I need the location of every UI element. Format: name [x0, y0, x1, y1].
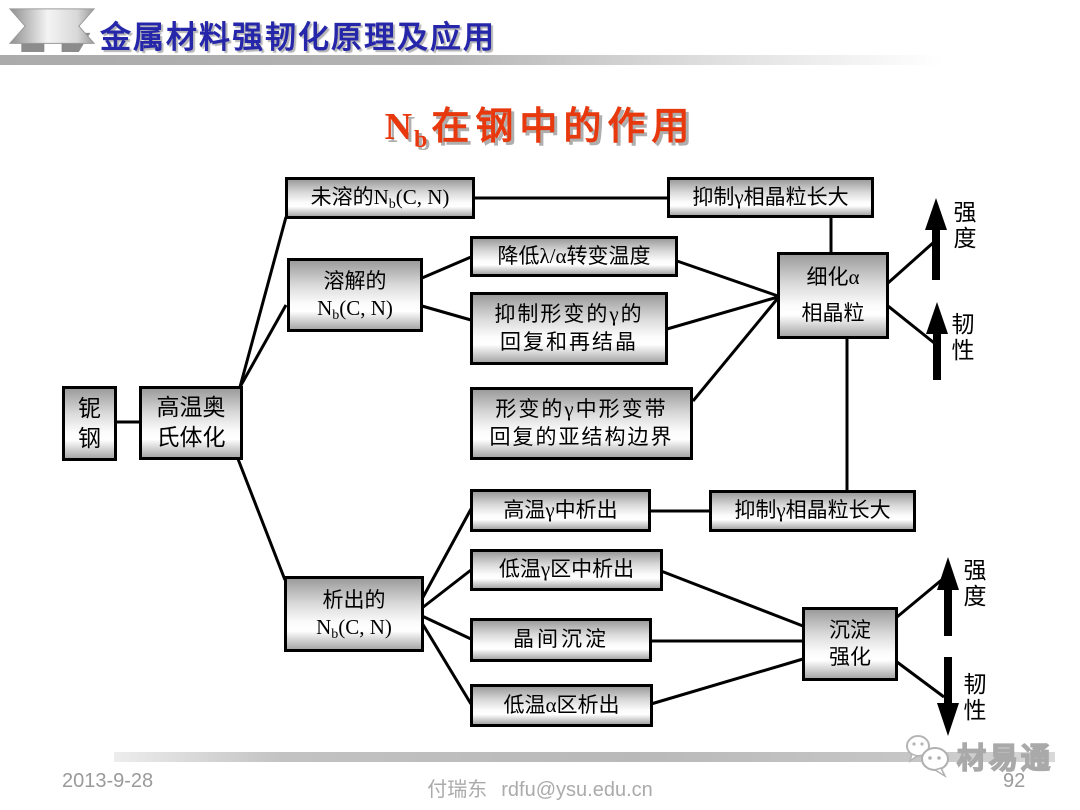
watermark: 材易通 [903, 731, 1053, 781]
footer-page-number: 92 [1003, 770, 1026, 792]
slide-title-rest: 在钢中的作用 [431, 106, 696, 148]
toughness-up-arrow-top [926, 302, 948, 380]
box-deform-band-line2: 回复的亚结构边界 [489, 424, 674, 449]
box-intergranular-precip-text: 晶间沉淀 [513, 627, 609, 652]
box-nb-steel-line1: 铌 [78, 395, 101, 421]
box-undissolved-nbcn-text: 未溶的Nb(C, N) [310, 185, 450, 213]
strength-up-arrow-bottom [937, 557, 959, 636]
box-lt-alpha-precip-text: 低温α区析出 [503, 692, 620, 717]
label-toughness-bottom: 韧 性 [963, 672, 987, 723]
ribbon-logo-icon [8, 8, 96, 52]
toughness-down-arrow-bottom [937, 657, 959, 736]
box-nb-steel: 铌 钢 [62, 386, 117, 461]
box-precip-strengthening-line2: 强化 [829, 645, 871, 669]
box-lt-alpha-precip: 低温α区析出 [470, 684, 653, 727]
box-refine-alpha-line2: 相晶粒 [801, 300, 865, 325]
box-inhibit-recovery-line2: 回复和再结晶 [500, 329, 638, 354]
box-inhibit-gamma-growth-top: 抑制γ相晶粒长大 [667, 177, 874, 218]
strength-up-arrow-top [925, 198, 947, 280]
box-austenitize-line1: 高温奥 [156, 395, 226, 421]
box-inhibit-gamma-growth-top-text: 抑制γ相晶粒长大 [692, 184, 849, 209]
slide-title-subscript: b [414, 127, 428, 153]
box-inhibit-gamma-growth-bottom-text: 抑制γ相晶粒长大 [734, 498, 891, 523]
footer-author-name: 付瑞东 [427, 779, 488, 801]
box-lower-transform-temp: 降低λ/α转变温度 [470, 236, 678, 277]
box-undissolved-nbcn: 未溶的Nb(C, N) [285, 177, 475, 219]
box-precipitated-nbcn: 析出的 Nb(C, N) [284, 576, 424, 652]
box-dissolved-nbcn-line2: Nb(C, N) [317, 296, 393, 323]
box-precip-strengthening-line1: 沉淀 [829, 617, 871, 642]
box-intergranular-precip: 晶间沉淀 [470, 618, 652, 662]
box-deform-band: 形变的γ中形变带 回复的亚结构边界 [470, 387, 693, 460]
box-inhibit-recovery-line1: 抑制形变的γ的 [494, 302, 644, 327]
box-dissolved-nbcn: 溶解的 Nb(C, N) [287, 258, 423, 332]
box-lt-gamma-precip-text: 低温γ区中析出 [498, 557, 635, 582]
course-title: 金属材料强韧化原理及应用 [100, 20, 496, 55]
header-divider-bar [0, 55, 962, 65]
box-austenitize-line2: 氏体化 [156, 425, 226, 450]
label-strength-bottom: 强 度 [963, 558, 987, 609]
footer-author: 付瑞东 rdfu@ysu.edu.cn [0, 773, 1080, 802]
box-precipitated-nbcn-line2: Nb(C, N) [316, 615, 392, 642]
box-ht-gamma-precip-text: 高温γ中析出 [503, 497, 618, 522]
box-ht-gamma-precip: 高温γ中析出 [470, 489, 651, 532]
box-inhibit-gamma-growth-bottom: 抑制γ相晶粒长大 [709, 490, 916, 532]
footer-author-email: rdfu@ysu.edu.cn [501, 779, 653, 801]
chat-bubbles-icon [906, 735, 949, 778]
box-refine-alpha-grains: 细化α 相晶粒 [777, 252, 889, 339]
footer-date: 2013-9-28 [62, 770, 154, 792]
watermark-text: 材易通 [956, 742, 1054, 776]
box-precip-strengthening: 沉淀 强化 [802, 607, 898, 681]
box-lower-transform-temp-text: 降低λ/α转变温度 [497, 243, 651, 268]
label-toughness-top: 韧 性 [951, 312, 975, 363]
box-refine-alpha-line1: 细化α [806, 264, 860, 289]
box-austenitize: 高温奥 氏体化 [139, 386, 243, 460]
footer-divider-bar [114, 752, 1055, 762]
box-dissolved-nbcn-line1: 溶解的 [323, 268, 387, 293]
box-nb-steel-line2: 钢 [78, 425, 101, 451]
slide-title-prefix: N [384, 106, 419, 148]
box-lt-gamma-precip: 低温γ区中析出 [470, 549, 663, 591]
label-strength-top: 强 度 [953, 200, 977, 251]
box-precipitated-nbcn-line1: 析出的 [322, 587, 386, 612]
box-inhibit-recovery: 抑制形变的γ的 回复和再结晶 [470, 292, 668, 365]
box-deform-band-line1: 形变的γ中形变带 [495, 397, 668, 422]
